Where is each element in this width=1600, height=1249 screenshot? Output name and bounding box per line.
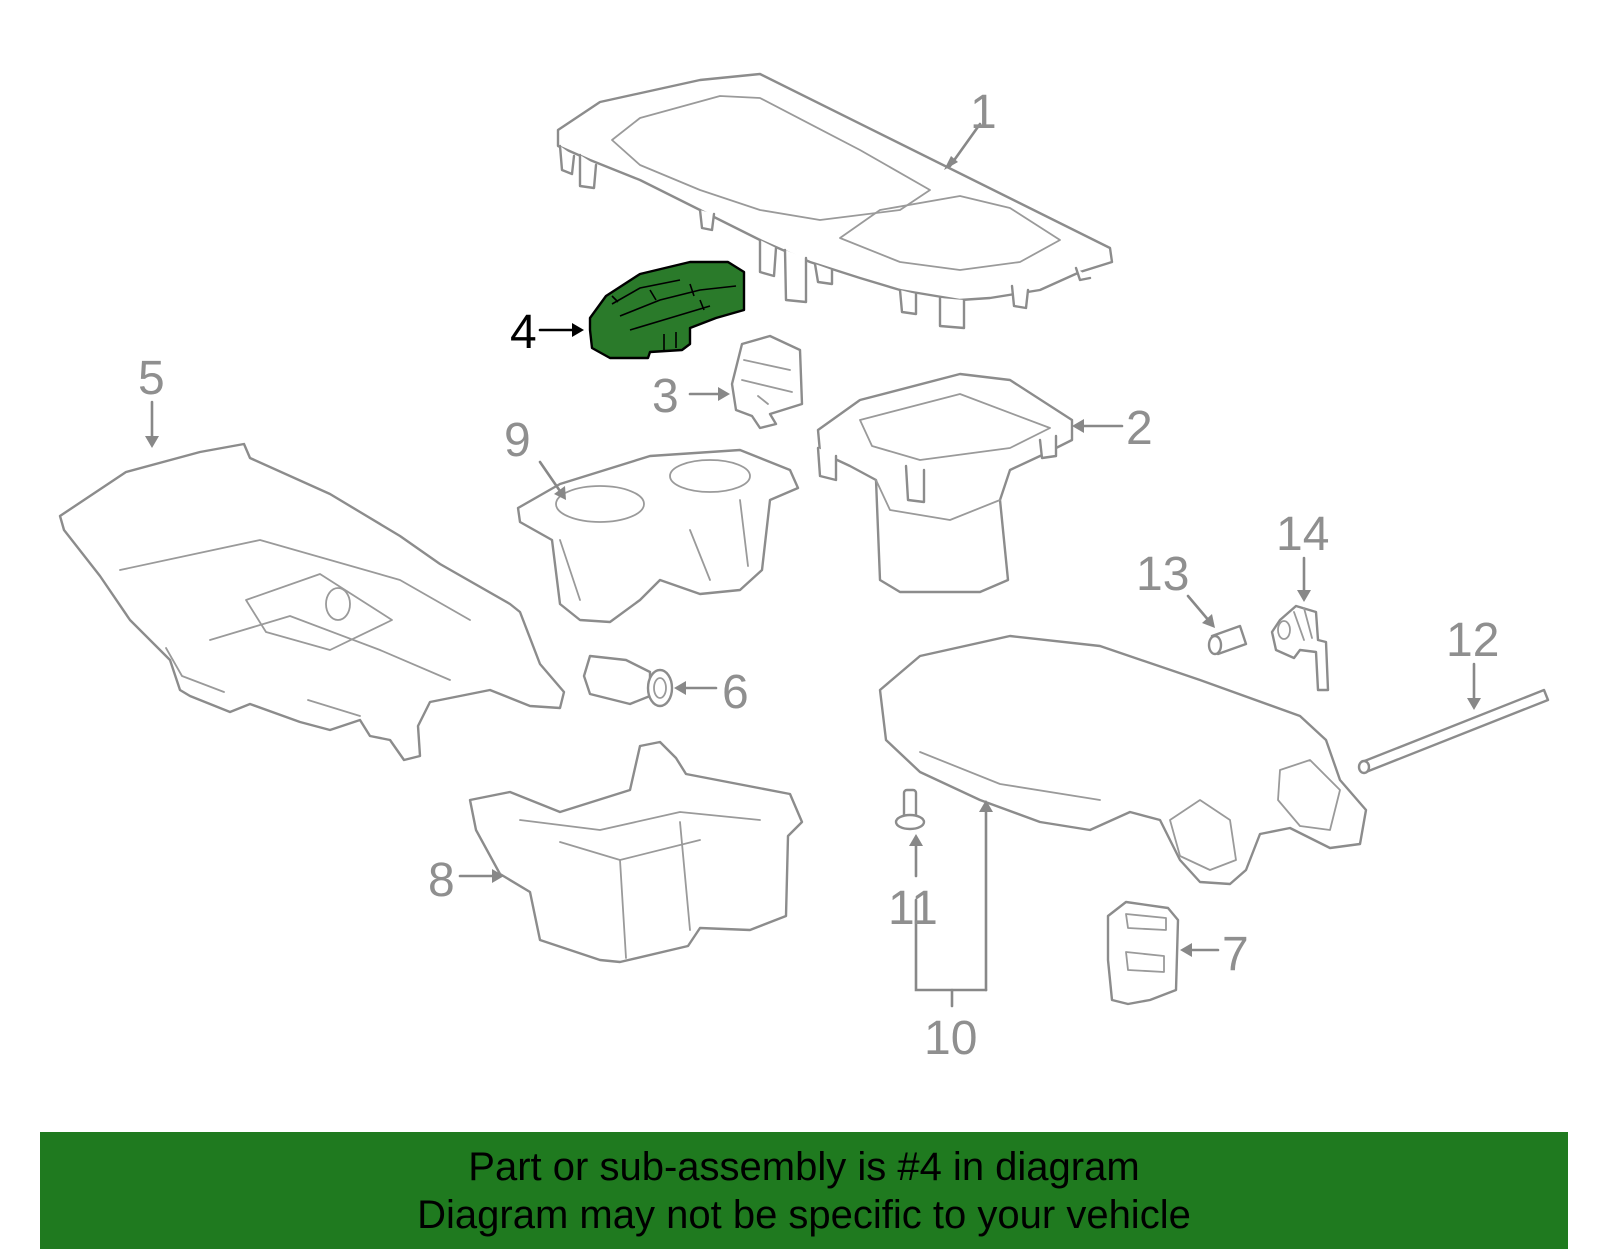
label-14: 14 — [1276, 508, 1329, 561]
part-6-power-outlet[interactable] — [582, 654, 674, 708]
part-3-switch[interactable] — [730, 334, 804, 430]
info-banner: Part or sub-assembly is #4 in diagram Di… — [40, 1132, 1568, 1249]
leader-1 — [948, 122, 982, 168]
part-14-spring[interactable] — [1270, 604, 1330, 692]
part-5-console-base[interactable] — [58, 442, 566, 762]
leader-7-arrow — [1180, 943, 1192, 957]
banner-line-1: Part or sub-assembly is #4 in diagram — [468, 1144, 1140, 1189]
label-12: 12 — [1446, 614, 1499, 667]
leader-6-arrow — [674, 681, 686, 695]
part-13-pin[interactable] — [1207, 624, 1248, 656]
part-11-bolt[interactable] — [894, 788, 926, 831]
part-8-lower-tray[interactable] — [468, 740, 804, 964]
leader-8-arrow — [492, 869, 504, 883]
label-10: 10 — [924, 1012, 977, 1065]
leader-9 — [538, 460, 564, 496]
part-7-usb-module[interactable] — [1106, 900, 1180, 1006]
leader-11-arrow — [909, 834, 923, 846]
leader-13-arrow — [1202, 614, 1215, 628]
leader-13 — [1186, 594, 1212, 624]
label-4: 4 — [510, 306, 537, 359]
label-5: 5 — [138, 352, 165, 405]
leader-14-arrow — [1297, 590, 1311, 602]
leader-1-arrow — [944, 156, 958, 170]
label-9: 9 — [504, 414, 531, 467]
leader-10-bracket — [914, 898, 988, 992]
leader-12-arrow — [1467, 698, 1481, 710]
part-4-switch-assembly[interactable] — [588, 260, 746, 360]
label-6: 6 — [722, 666, 749, 719]
label-3: 3 — [652, 370, 679, 423]
part-9-cup-holder[interactable] — [516, 448, 800, 624]
leader-3-arrow — [718, 387, 730, 401]
part-1-trim-bezel[interactable] — [556, 72, 1114, 330]
leader-9-arrow — [554, 486, 566, 500]
parts-diagram: 1 2 3 4 5 6 — [58, 72, 1550, 1065]
label-11: 11 — [888, 882, 938, 935]
part-10-armrest-lid[interactable] — [878, 634, 1368, 886]
label-1: 1 — [970, 86, 997, 139]
leader-10-arrow — [979, 800, 993, 812]
label-8: 8 — [428, 854, 455, 907]
label-7: 7 — [1222, 928, 1249, 981]
leader-2-arrow — [1072, 419, 1084, 433]
banner-line-2: Diagram may not be specific to your vehi… — [417, 1192, 1191, 1237]
leader-5-arrow — [145, 436, 159, 448]
leader-4-arrow — [572, 323, 584, 337]
part-12-hinge-pin[interactable] — [1357, 688, 1550, 775]
label-13: 13 — [1136, 548, 1189, 601]
part-2-storage-bin[interactable] — [816, 372, 1074, 594]
label-2: 2 — [1126, 402, 1153, 455]
